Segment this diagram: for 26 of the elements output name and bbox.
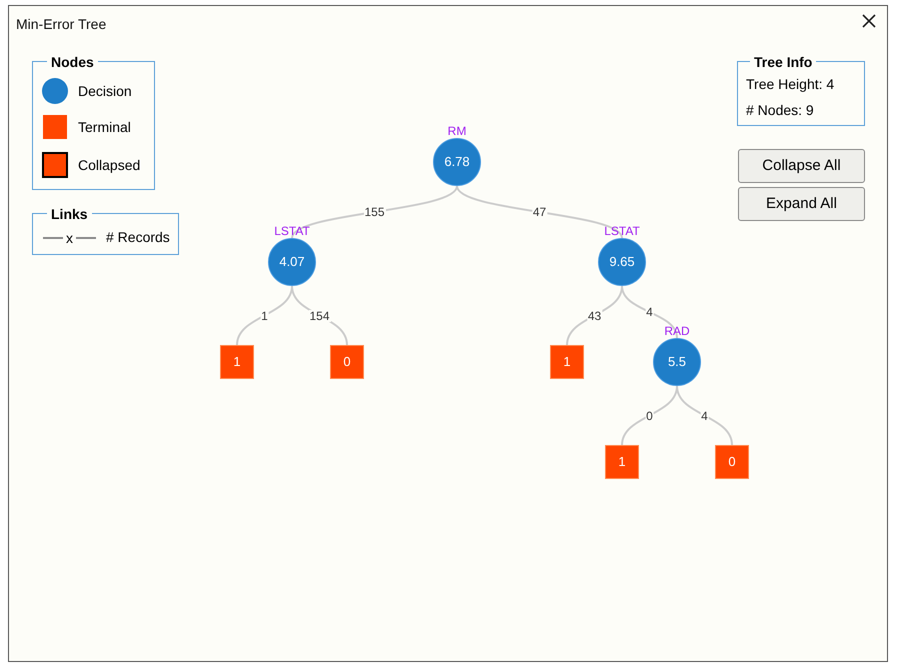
feature-label: RM xyxy=(448,125,466,137)
collapse-all-button: Collapse All xyxy=(738,149,865,183)
terminal-node: 1 xyxy=(605,445,639,479)
tree-link xyxy=(621,286,678,338)
terminal-node: 1 xyxy=(550,345,584,379)
link-sample: x xyxy=(43,230,96,244)
feature-label: LSTAT xyxy=(604,225,640,237)
feature-label: LSTAT xyxy=(274,225,310,237)
legend-text: Decision xyxy=(78,82,132,100)
expand-all-button: Expand All xyxy=(738,187,865,221)
edge-label: 47 xyxy=(532,206,548,218)
legend-text: # Records xyxy=(106,228,170,247)
tree-link xyxy=(291,186,458,238)
node-count-text: # Nodes: 9 xyxy=(746,101,814,120)
window-title: Min-Error Tree xyxy=(16,15,106,34)
terminal-node: 1 xyxy=(220,345,254,379)
tree-height-text: Tree Height: 4 xyxy=(746,75,834,94)
terminal-node: 0 xyxy=(330,345,364,379)
terminal-node: 0 xyxy=(715,445,749,479)
edge-label: 155 xyxy=(363,206,386,218)
legend-text: Collapsed xyxy=(78,156,140,175)
feature-label: RAD xyxy=(664,325,690,337)
legend-text: Terminal xyxy=(78,118,131,136)
tree-link xyxy=(456,186,623,238)
tree-link xyxy=(291,286,348,346)
tree-link xyxy=(676,386,733,446)
